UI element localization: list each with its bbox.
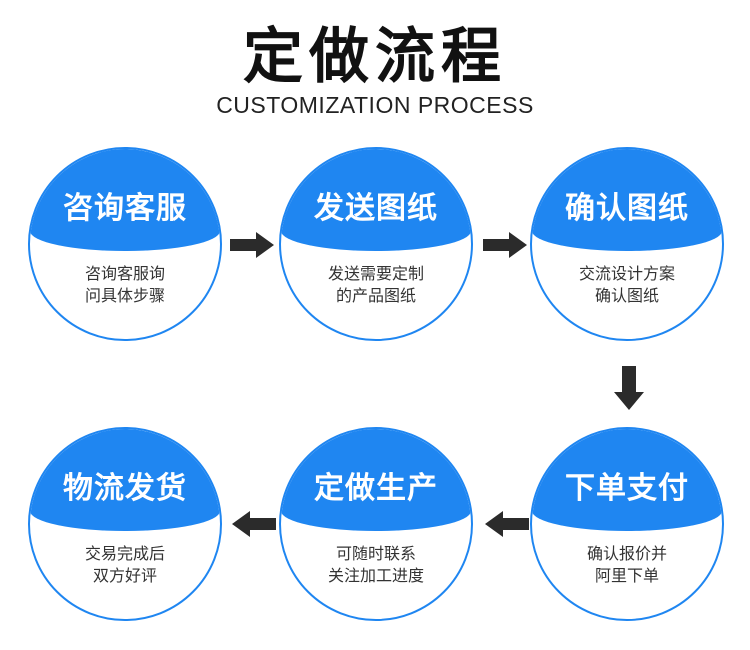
step-header-bg xyxy=(281,149,471,251)
step-desc-line: 确认图纸 xyxy=(594,286,659,305)
step-desc-line: 问具体步骤 xyxy=(84,286,165,305)
step-description: 交流设计方案 确认图纸 xyxy=(532,263,722,307)
step-consult-service: 咨询客服 咨询客服询 问具体步骤 xyxy=(28,147,222,341)
step-description: 交易完成后 双方好评 xyxy=(30,543,220,587)
step-description: 发送需要定制 的产品图纸 xyxy=(281,263,471,307)
step-desc-line: 关注加工进度 xyxy=(327,566,424,585)
step-description: 咨询客服询 问具体步骤 xyxy=(30,263,220,307)
step-desc-line: 确认报价并 xyxy=(586,544,667,563)
step-custom-production: 定做生产 可随时联系 关注加工进度 xyxy=(279,427,473,621)
step-desc-line: 交易完成后 xyxy=(84,544,165,563)
step-title: 物流发货 xyxy=(63,471,187,506)
step-desc-line: 双方好评 xyxy=(92,566,157,585)
arrow-left-icon xyxy=(230,511,276,537)
step-desc-line: 发送需要定制 xyxy=(327,264,424,283)
step-order-payment: 下单支付 确认报价并 阿里下单 xyxy=(530,427,724,621)
step-desc-line: 阿里下单 xyxy=(594,566,659,585)
step-header-bg xyxy=(281,429,471,531)
step-description: 确认报价并 阿里下单 xyxy=(532,543,722,587)
step-header-bg xyxy=(532,149,722,251)
step-header-bg xyxy=(30,149,220,251)
page-title: 定做流程 xyxy=(243,22,507,92)
step-title: 下单支付 xyxy=(565,471,689,506)
page-subtitle: CUSTOMIZATION PROCESS xyxy=(216,92,534,118)
step-description: 可随时联系 关注加工进度 xyxy=(281,543,471,587)
arrow-down-icon xyxy=(614,366,644,412)
step-send-drawings: 发送图纸 发送需要定制 的产品图纸 xyxy=(279,147,473,341)
step-title: 定做生产 xyxy=(314,471,438,506)
arrow-right-icon xyxy=(483,232,529,258)
step-header-bg xyxy=(532,429,722,531)
step-title: 确认图纸 xyxy=(565,191,689,226)
step-desc-line: 可随时联系 xyxy=(335,544,416,563)
step-title: 咨询客服 xyxy=(63,191,187,226)
arrow-right-icon xyxy=(230,232,276,258)
step-confirm-drawings: 确认图纸 交流设计方案 确认图纸 xyxy=(530,147,724,341)
step-desc-line: 的产品图纸 xyxy=(335,286,416,305)
step-desc-line: 咨询客服询 xyxy=(84,264,165,283)
arrow-left-icon xyxy=(483,511,529,537)
step-header-bg xyxy=(30,429,220,531)
step-logistics-delivery: 物流发货 交易完成后 双方好评 xyxy=(28,427,222,621)
step-desc-line: 交流设计方案 xyxy=(578,264,675,283)
step-title: 发送图纸 xyxy=(314,191,438,226)
